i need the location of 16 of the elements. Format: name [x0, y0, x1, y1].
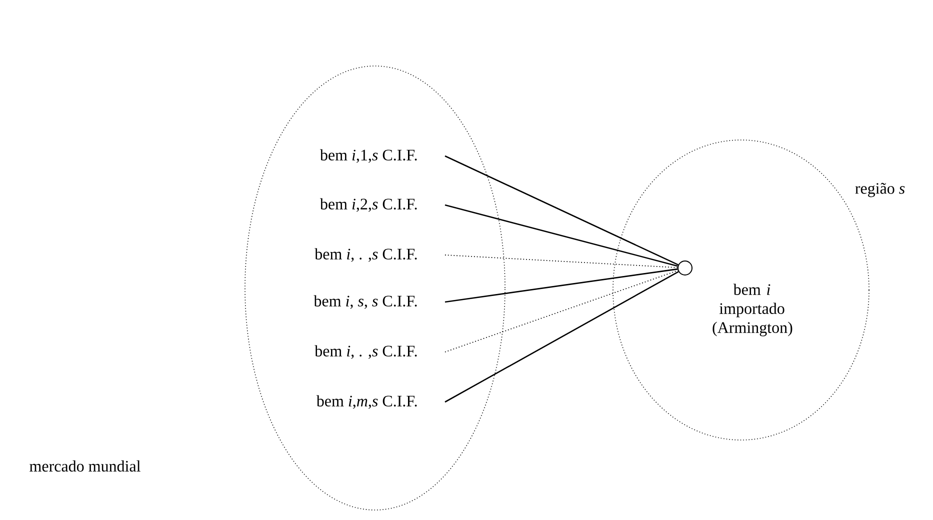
- good-label: bem i,2,s C.I.F.: [320, 198, 417, 212]
- connector-line: [444, 155, 678, 266]
- good-label: bem i, s, s C.I.F.: [314, 295, 417, 309]
- junction-circle: [678, 260, 692, 276]
- good-label: bem i,m,s C.I.F.: [316, 395, 417, 409]
- connector-line: [444, 204, 678, 267]
- good-label: bem i,1,s C.I.F.: [320, 149, 417, 163]
- region-label: mercado mundial: [30, 460, 140, 472]
- good-label: bem i, . ,s C.I.F.: [314, 345, 417, 359]
- connector-line: [444, 270, 678, 352]
- connector-line: [444, 254, 678, 268]
- region-ellipse: [244, 66, 506, 510]
- good-label: bem i, . ,s C.I.F.: [314, 248, 417, 262]
- connector-line: [444, 271, 679, 403]
- connector-line: [444, 268, 678, 303]
- node-label: s: [899, 186, 905, 194]
